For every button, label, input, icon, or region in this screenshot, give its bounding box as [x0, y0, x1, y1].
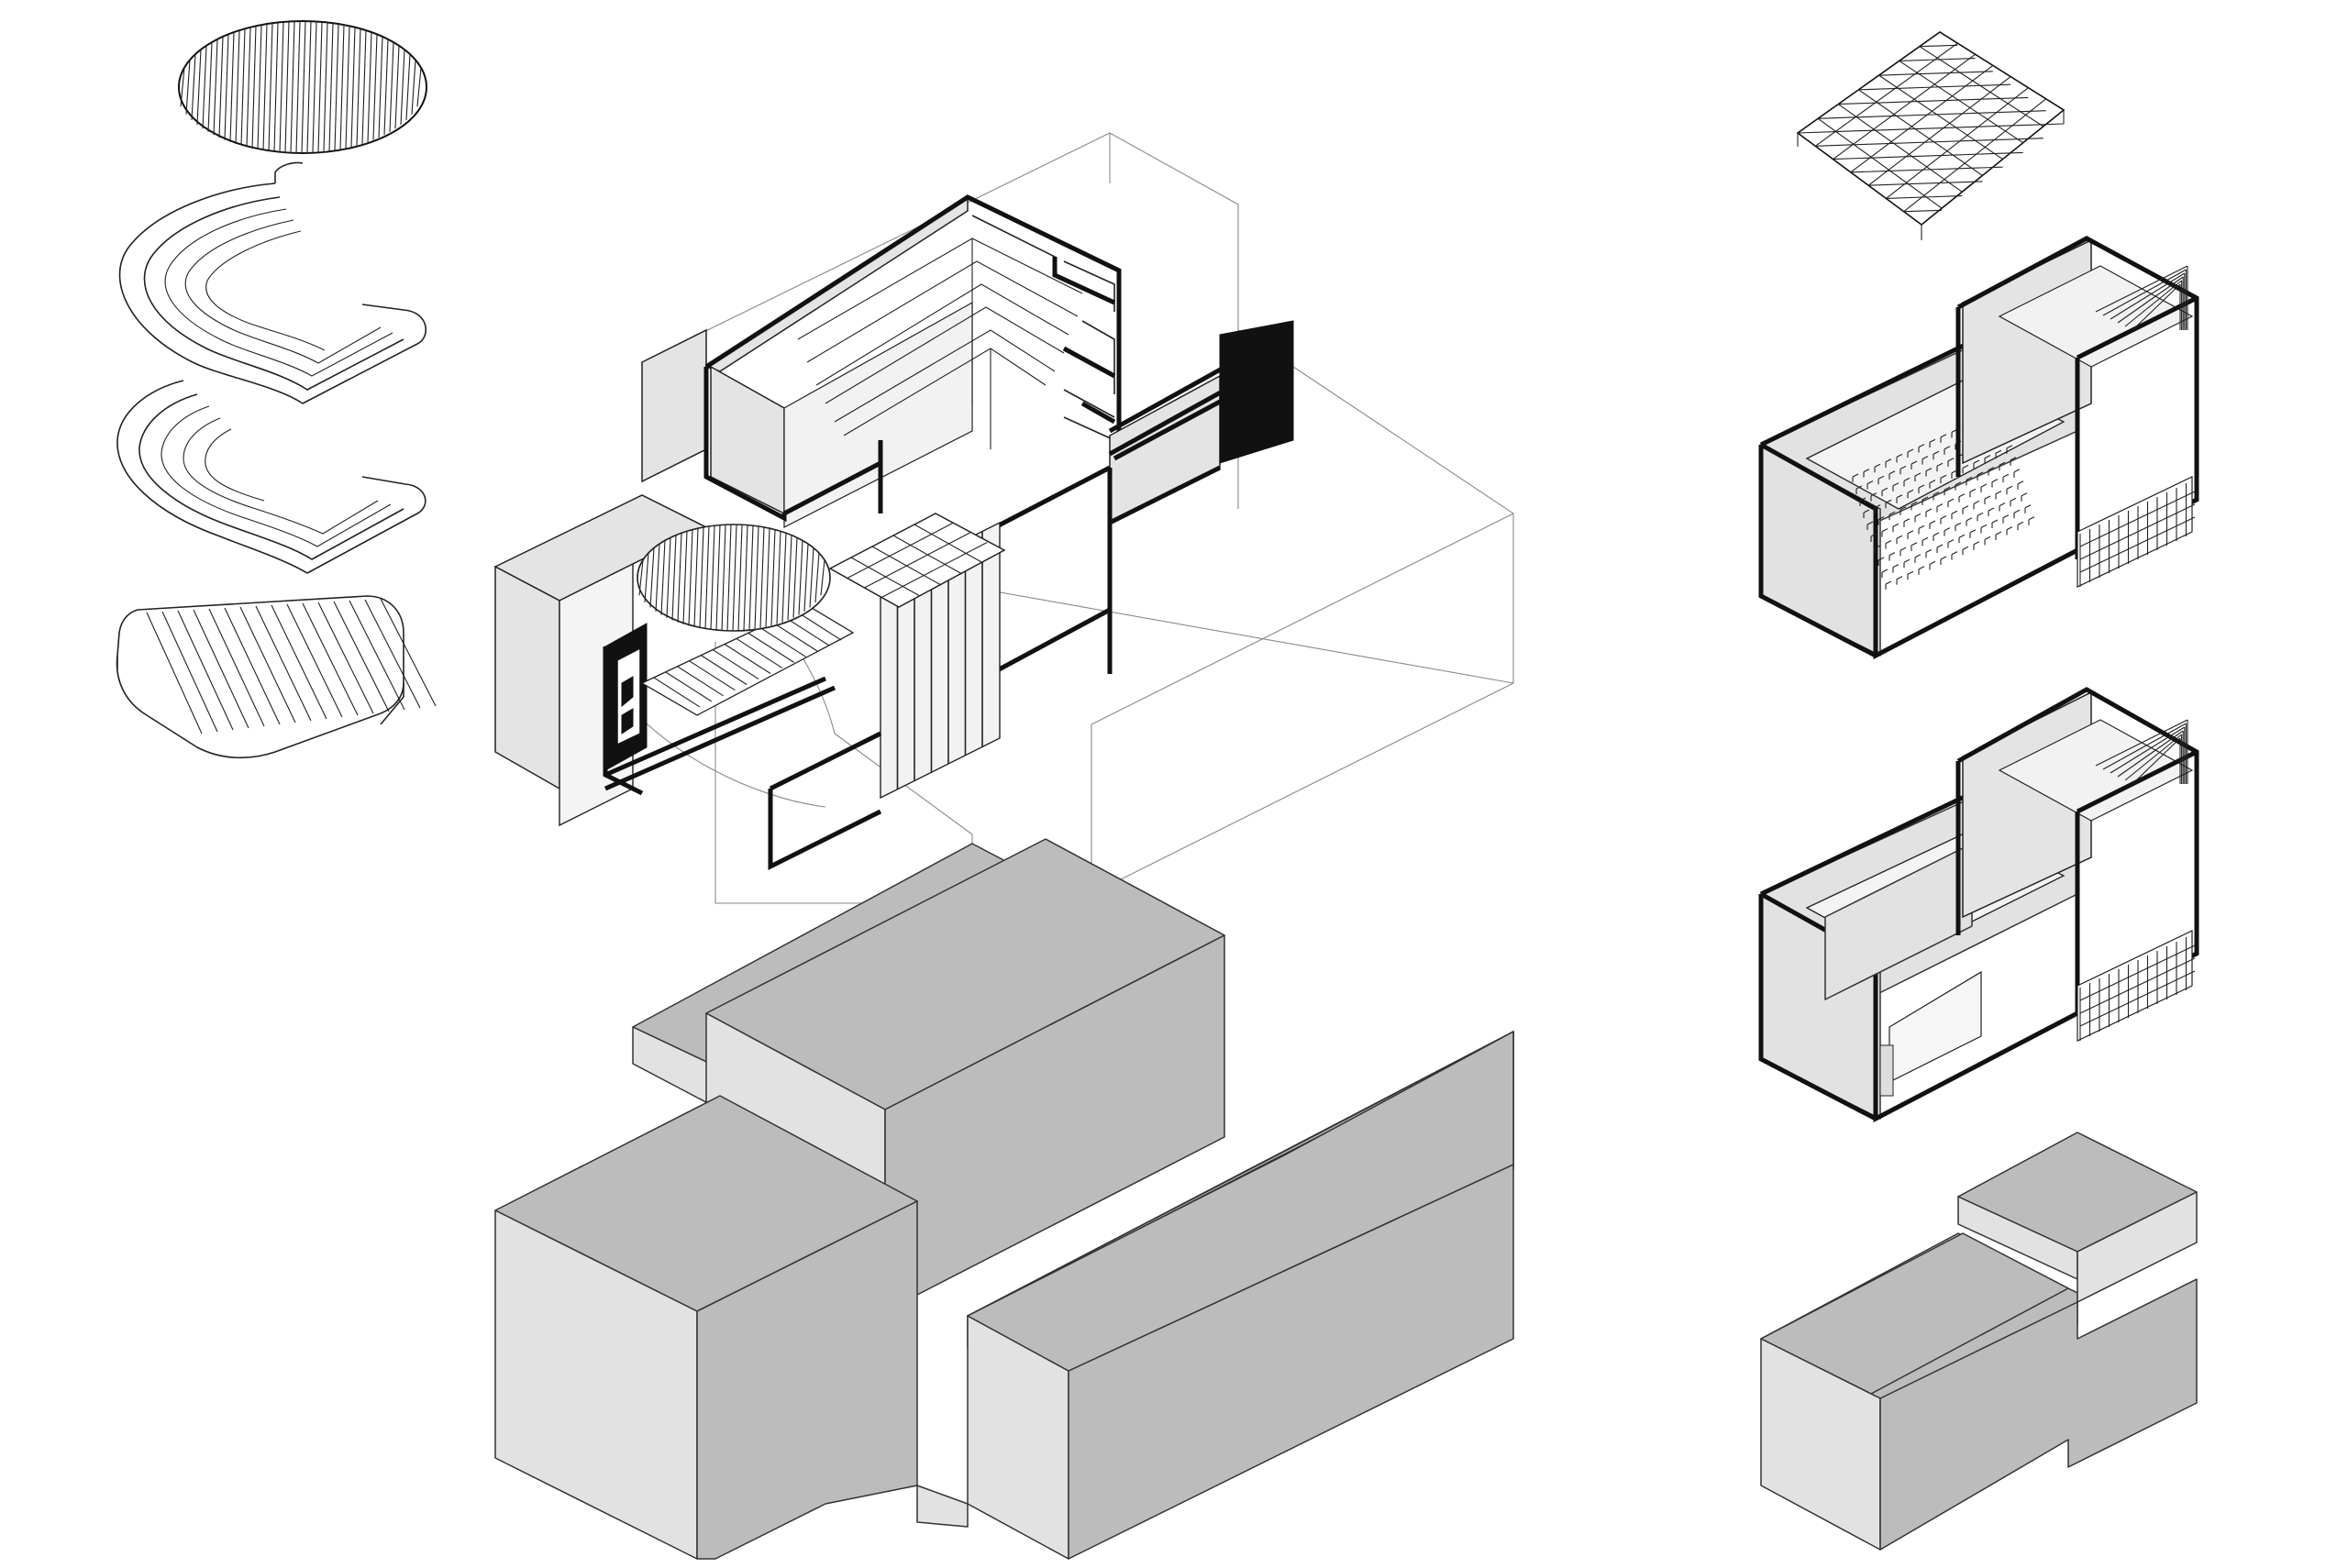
exploded-stair-and-canopy [116, 20, 437, 759]
roof-grid-panel [828, 513, 1006, 608]
stair-ribbon-upper [118, 161, 426, 404]
section-canopy [637, 524, 831, 632]
section-back-volume [493, 328, 708, 827]
section-main-frame [603, 194, 1294, 871]
ghost-envelope-lines [614, 132, 1514, 904]
hatched-canopy [178, 20, 427, 154]
stair-ribbon-lower [116, 380, 426, 574]
small-massing-block [1760, 1132, 2198, 1551]
central-sectioned-axonometric [493, 132, 1514, 904]
central-massing-block [494, 838, 1514, 1560]
stair-base-platform [116, 595, 437, 759]
section-model-upper [1758, 236, 2199, 660]
roof-space-frame [1796, 31, 2066, 240]
section-model-lower [1758, 687, 2199, 1123]
